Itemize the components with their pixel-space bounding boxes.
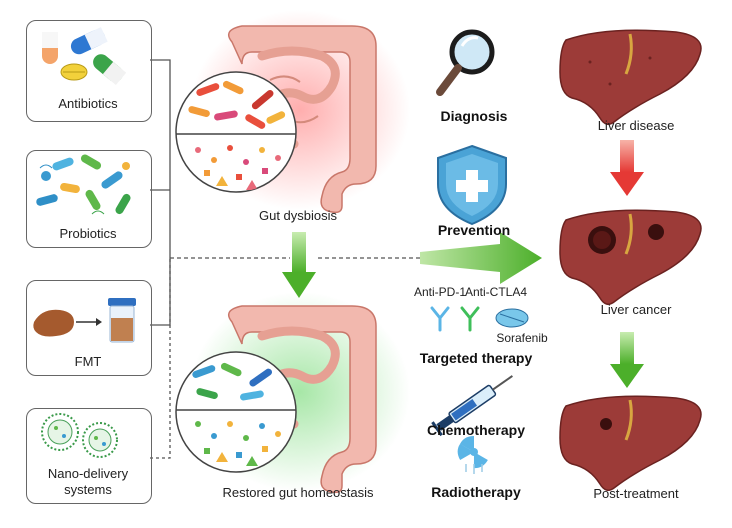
probiotics-bacteria-icon [36,154,131,215]
probiotics-box [26,150,152,248]
magnifier-icon [436,29,495,96]
anti-ctla4-label: Anti-CTLA4 [464,285,528,299]
antibiotics-label: Antibiotics [58,96,118,111]
nano-particles-icon [41,413,118,458]
antibody-icons [430,306,480,332]
nano-delivery-label-line2: systems [64,482,112,497]
radiotherapy-label: Radiotherapy [431,484,521,500]
anti-pd1-label: Anti-PD-1 [413,285,467,299]
sorafenib-pill-icon [495,308,529,328]
nano-delivery-label-line1: Nano-delivery [47,466,129,481]
cancer-to-post-treatment-arrow [610,332,644,388]
probiotics-label: Probiotics [59,226,117,241]
sorafenib-label: Sorafenib [496,331,548,345]
chemotherapy-label: Chemotherapy [426,422,526,438]
post-treatment-label: Post-treatment [593,486,679,501]
radiation-icon [457,436,488,474]
antibiotics-box [26,20,152,122]
dysbiosis-microbes-circle [175,71,297,193]
targeted-therapy-label: Targeted therapy [419,350,533,366]
liver-disease-illustration [559,29,702,125]
liver-cancer-label: Liver cancer [600,302,672,317]
restored-gut-label: Restored gut homeostasis [222,485,374,500]
fmt-label: FMT [74,354,102,369]
diagnosis-label: Diagnosis [440,108,508,124]
homeostasis-microbes-circle [175,351,297,473]
shield-icon [437,144,507,226]
liver-post-treatment-illustration [559,395,702,491]
connector-lines [150,59,420,459]
liver-cancer-illustration [559,209,702,305]
liver-disease-label: Liver disease [597,118,675,133]
fmt-icon [33,298,136,343]
disease-to-cancer-arrow [610,140,644,196]
fmt-box [26,280,152,376]
gut-to-liver-arrow [420,232,542,284]
gut-restoration-arrow [282,232,316,298]
syringe-icon [431,375,513,437]
antibiotics-pills-icon [42,27,127,86]
nano-delivery-box [26,408,152,504]
gut-dysbiosis-label: Gut dysbiosis [258,208,338,223]
prevention-label: Prevention [437,222,511,238]
